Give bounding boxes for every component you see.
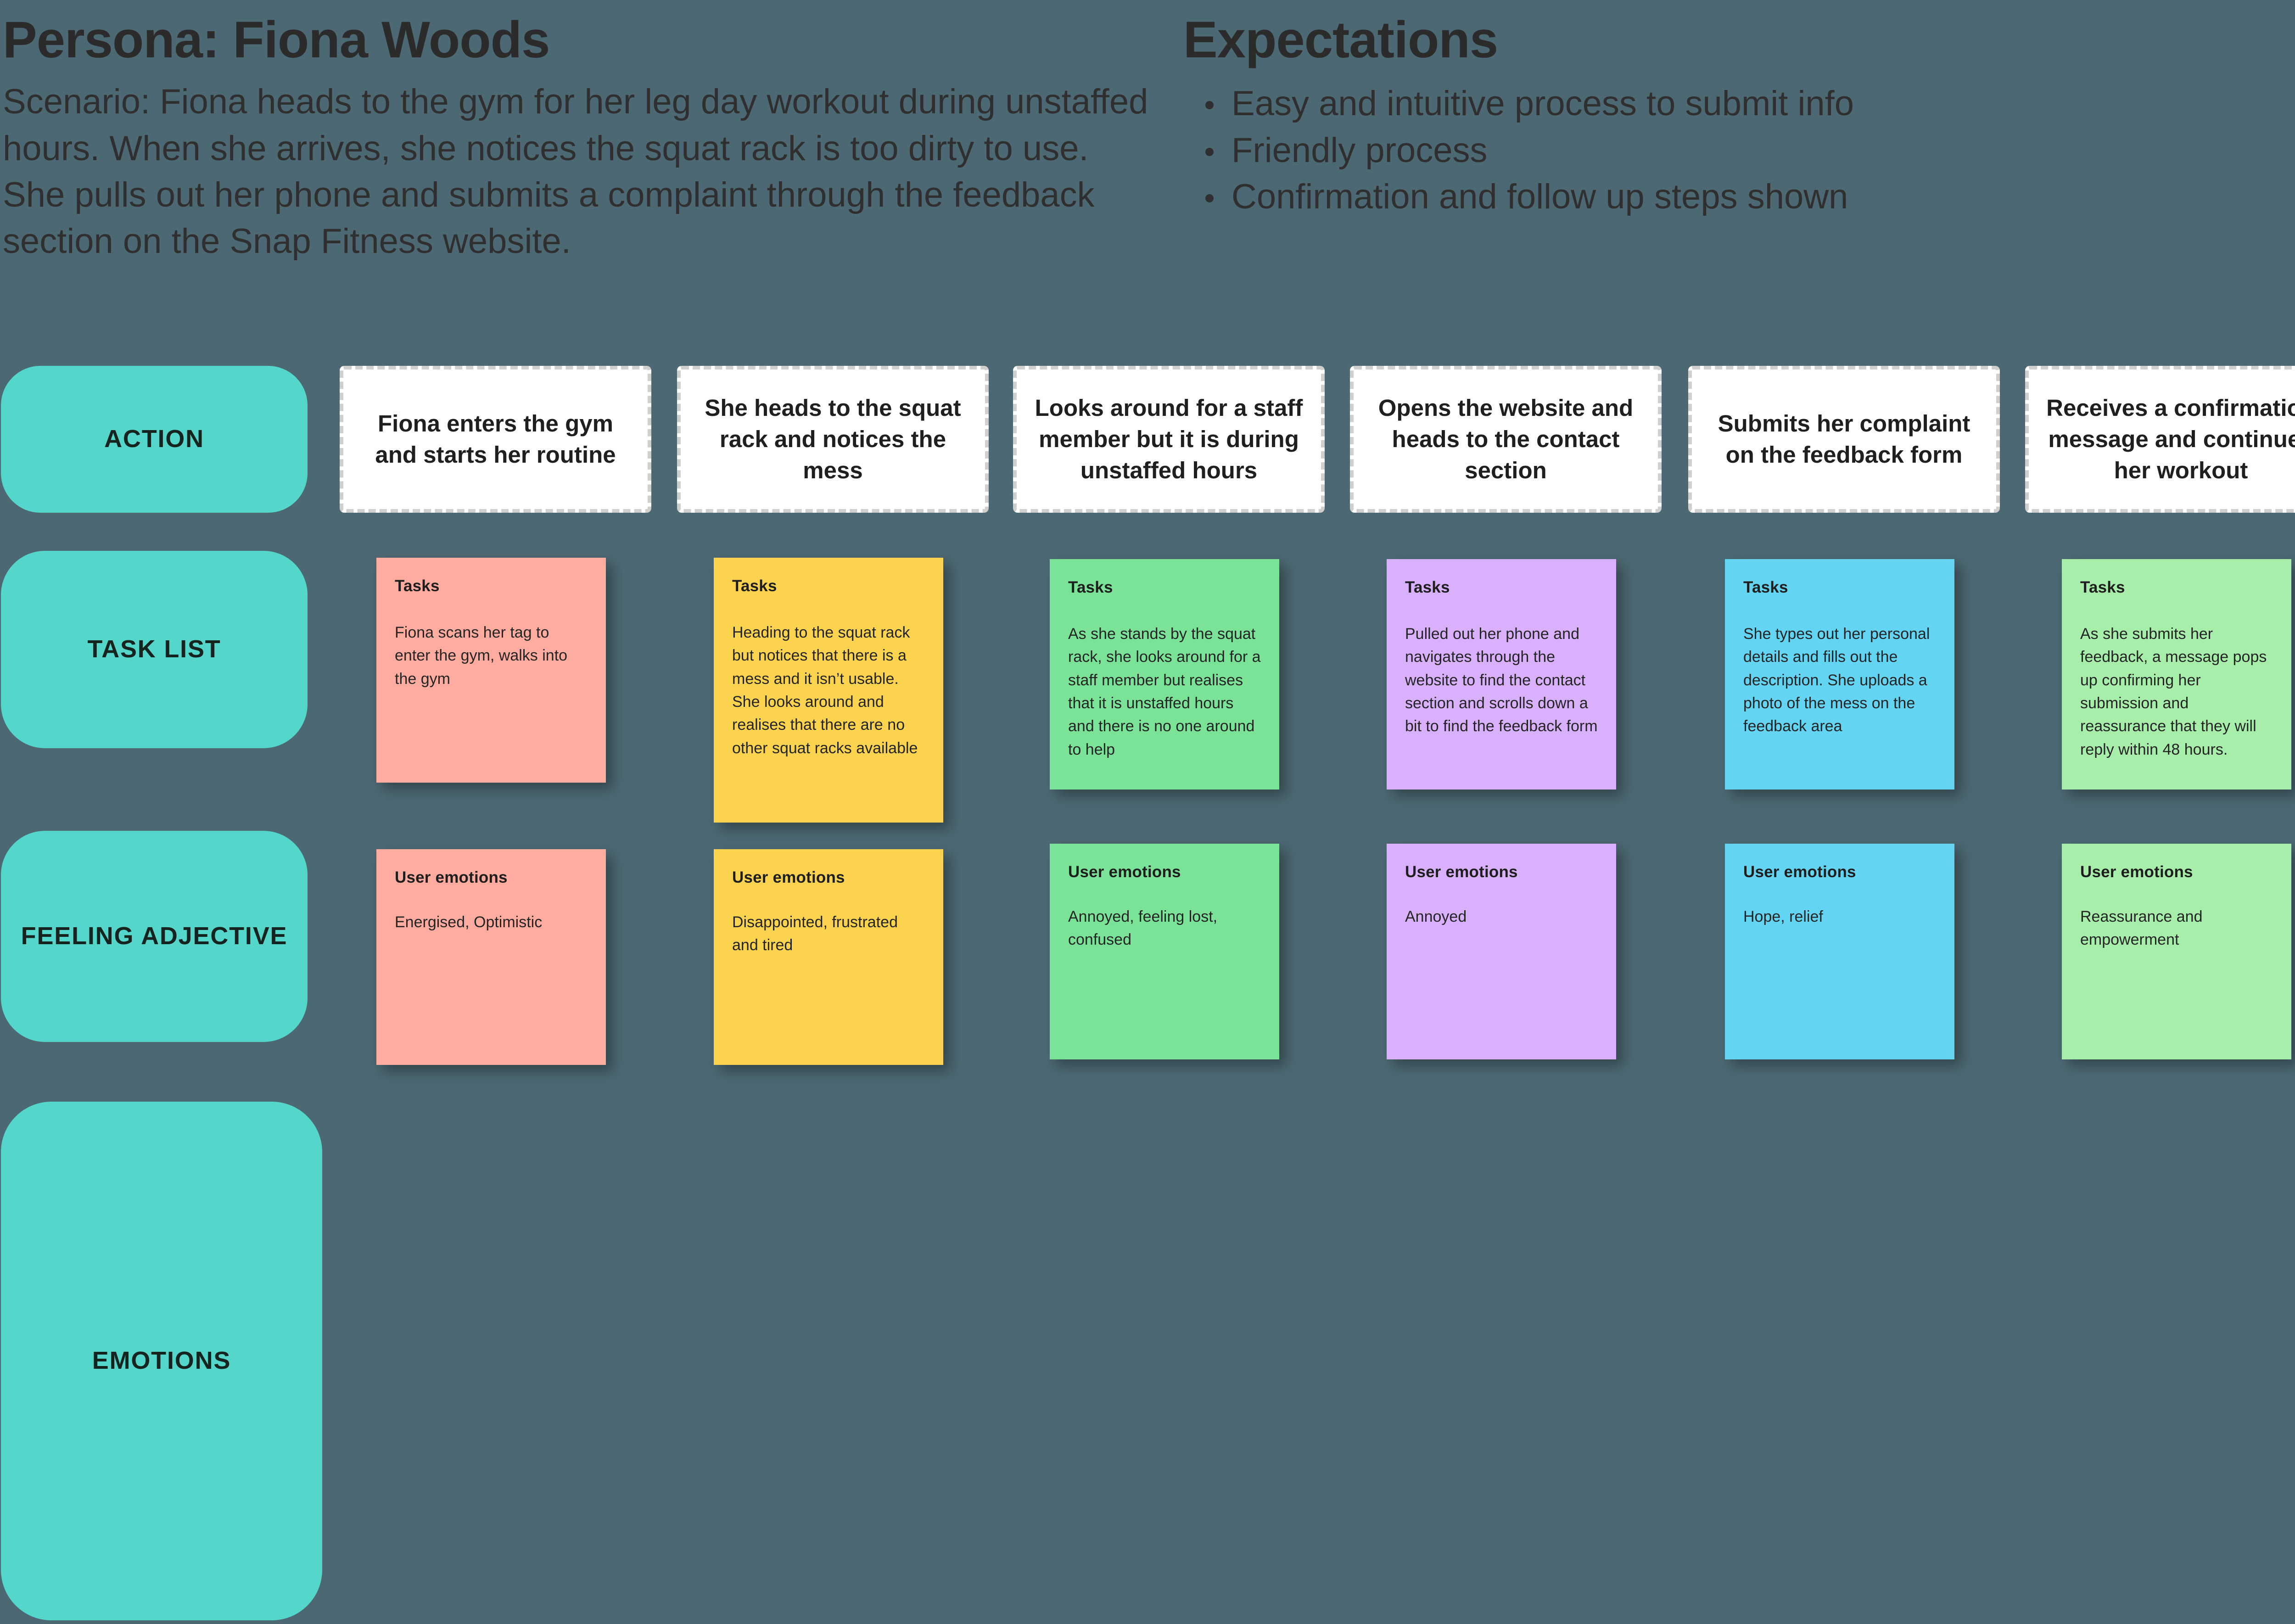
sticky-heading: Tasks [1743,578,1788,596]
sticky-heading: Tasks [1068,578,1113,596]
action-card: Fiona enters the gym and starts her rout… [340,366,651,513]
emotion-curve-chart [335,1102,2295,1624]
emotion-sticky-note: User emotions Reassurance and empowermen… [2062,844,2291,1059]
emotion-text: Hope, relief [1743,908,1823,925]
emotion-sticky-note: User emotions Disappointed, frustrated a… [714,849,943,1065]
row-label-feeling-adjective: FEELING ADJECTIVE [1,831,308,1042]
sticky-heading: Tasks [1405,578,1450,596]
emotion-sticky-note: User emotions Hope, relief [1725,844,1954,1059]
expectations-list: Easy and intuitive process to submit inf… [1183,80,2295,219]
sticky-heading: User emotions [395,868,508,886]
task-text: Fiona scans her tag to enter the gym, wa… [395,624,568,688]
page-header: Persona: Fiona Woods Scenario: Fiona hea… [0,0,2295,317]
persona-block: Persona: Fiona Woods Scenario: Fiona hea… [3,11,1159,264]
task-text: Heading to the squat rack but notices th… [732,624,918,757]
emotion-sticky-note: User emotions Energised, Optimistic [376,849,606,1065]
sticky-heading: User emotions [732,868,845,886]
emotion-text: Energised, Optimistic [395,913,543,931]
task-sticky-note: Tasks She types out her personal details… [1725,559,1954,790]
emotion-sticky-note: User emotions Annoyed [1387,844,1616,1059]
row-label-action: ACTION [1,366,308,513]
action-card: Opens the website and heads to the conta… [1350,366,1662,513]
journey-columns: Fiona enters the gym and starts her rout… [335,0,2295,1624]
expectation-item: Easy and intuitive process to submit inf… [1183,80,2295,127]
task-sticky-note: Tasks Pulled out her phone and navigates… [1387,559,1616,790]
expectations-block: Expectations Easy and intuitive process … [1183,11,2295,220]
sticky-heading: Tasks [732,577,777,595]
action-card: Receives a confirmation message and cont… [2025,366,2295,513]
expectations-title: Expectations [1183,11,1498,68]
task-text: As she submits her feedback, a message p… [2080,625,2267,758]
task-sticky-note: Tasks As she stands by the squat rack, s… [1050,559,1279,790]
task-text: As she stands by the squat rack, she loo… [1068,625,1261,758]
task-sticky-note: Tasks Heading to the squat rack but noti… [714,558,943,823]
row-label-task-list: TASK LIST [1,551,308,748]
emotion-text: Annoyed, feeling lost, confused [1068,908,1218,949]
persona-scenario-text: Scenario: Fiona heads to the gym for her… [3,82,1148,261]
emotion-text: Reassurance and empowerment [2080,908,2203,949]
task-text: She types out her personal details and f… [1743,625,1930,735]
action-card: Submits her complaint on the feedback fo… [1688,366,2000,513]
task-sticky-note: Tasks Fiona scans her tag to enter the g… [376,558,606,783]
emotion-sticky-note: User emotions Annoyed, feeling lost, con… [1050,844,1279,1059]
sticky-heading: User emotions [1743,863,1856,881]
persona-title: Persona: Fiona Woods [3,11,550,68]
expectation-item: Friendly process [1183,127,2295,174]
row-label-emotions: EMOTIONS [1,1102,322,1620]
emotion-text: Annoyed [1405,908,1467,925]
sticky-heading: User emotions [1405,863,1518,881]
sticky-heading: Tasks [2080,578,2125,596]
task-sticky-note: Tasks As she submits her feedback, a mes… [2062,559,2291,790]
sticky-heading: User emotions [1068,863,1181,881]
sticky-heading: User emotions [2080,863,2193,881]
action-card: Looks around for a staff member but it i… [1013,366,1325,513]
emotion-text: Disappointed, frustrated and tired [732,913,898,954]
action-card: She heads to the squat rack and notices … [677,366,989,513]
sticky-heading: Tasks [395,577,440,595]
task-text: Pulled out her phone and navigates throu… [1405,625,1598,735]
expectation-item: Confirmation and follow up steps shown [1183,174,2295,220]
